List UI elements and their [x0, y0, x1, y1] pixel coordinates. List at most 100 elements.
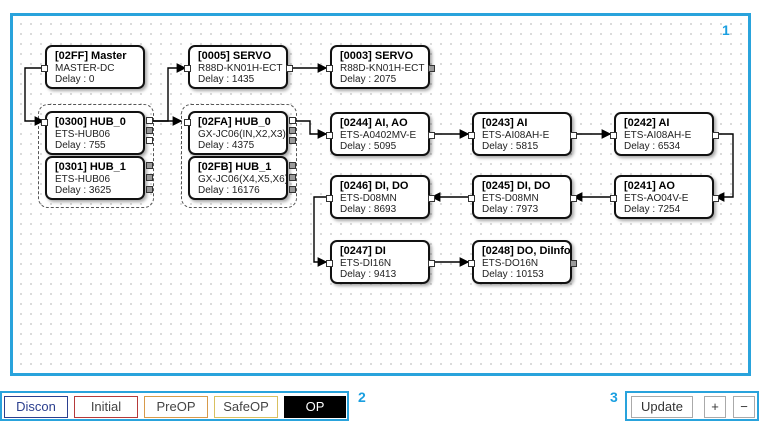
- port-in: [712, 195, 719, 202]
- node-model: ETS-HUB06: [55, 129, 111, 140]
- node-model: ETS-DI16N: [340, 258, 392, 269]
- update-button[interactable]: Update: [631, 396, 693, 418]
- port-in: [184, 119, 191, 126]
- port-out: [146, 137, 153, 144]
- node-delay: Delay : 5815: [482, 141, 539, 152]
- port-out: [289, 186, 296, 193]
- port-out: [610, 195, 617, 202]
- node-title: [0248] DO, DiInfo: [482, 245, 570, 257]
- initial-button[interactable]: Initial: [74, 396, 138, 418]
- port-out: [146, 186, 153, 193]
- node-master-02ff[interactable]: [02FF] Master MASTER-DC Delay : 0: [41, 45, 145, 89]
- node-delay: Delay : 2075: [340, 74, 397, 85]
- port-in: [326, 132, 333, 139]
- op-button[interactable]: OP: [284, 396, 346, 418]
- node-aiao-0244[interactable]: [0244] AI, AO ETS-A0402MV-E Delay : 5095: [326, 112, 435, 156]
- node-delay: Delay : 6534: [624, 141, 681, 152]
- node-delay: Delay : 3625: [55, 185, 112, 196]
- node-model: MASTER-DC: [55, 63, 115, 74]
- port-in: [468, 132, 475, 139]
- node-delay: Delay : 7254: [624, 204, 681, 215]
- node-hub1-02fb[interactable]: [02FB] HUB_1 GX-JC06(X4,X5,X6) Delay : 1…: [188, 156, 296, 200]
- zoom-button-group: [625, 391, 759, 421]
- port-out: [289, 174, 296, 181]
- node-title: [0245] DI, DO: [482, 180, 551, 192]
- port-in: [326, 65, 333, 72]
- node-title: [0242] AI: [624, 117, 670, 129]
- node-model: ETS-AO04V-E: [624, 193, 689, 204]
- port-out: [428, 260, 435, 267]
- port-in: [184, 65, 191, 72]
- node-delay: Delay : 9413: [340, 269, 397, 280]
- port-out: [428, 65, 435, 72]
- port-in: [468, 260, 475, 267]
- zoom-out-button[interactable]: −: [733, 396, 755, 418]
- node-model: ETS-AI08AH-E: [482, 130, 550, 141]
- node-model: GX-JC06(X4,X5,X6): [198, 174, 286, 185]
- port-out: [146, 127, 153, 134]
- node-model: ETS-A0402MV-E: [340, 130, 417, 141]
- zone-number-3: 3: [610, 389, 618, 405]
- node-title: [0005] SERVO: [198, 50, 272, 62]
- node-hub0-0300[interactable]: [0300] HUB_0 ETS-HUB06 Delay : 755: [41, 111, 153, 155]
- node-title: [02FF] Master: [55, 50, 127, 62]
- port-out: [286, 65, 293, 72]
- port-in: [570, 195, 577, 202]
- node-servo-0005[interactable]: [0005] SERVO R88D-KN01H-ECT Delay : 1435: [184, 45, 293, 89]
- preop-button[interactable]: PreOP: [144, 396, 208, 418]
- safeop-button[interactable]: SafeOP: [214, 396, 278, 418]
- port-out: [428, 132, 435, 139]
- node-servo-0003[interactable]: [0003] SERVO R88D-KN01H-ECT Delay : 2075: [326, 45, 435, 89]
- port-out: [712, 132, 719, 139]
- node-model: ETS-AI08AH-E: [624, 130, 692, 141]
- node-title: [0246] DI, DO: [340, 180, 409, 192]
- node-title: [0300] HUB_0: [55, 116, 126, 128]
- port-out: [146, 174, 153, 181]
- node-title: [02FA] HUB_0: [198, 116, 271, 128]
- node-ai-0243[interactable]: [0243] AI ETS-AI08AH-E Delay : 5815: [468, 112, 577, 156]
- port-in: [41, 119, 48, 126]
- port-out: [146, 162, 153, 169]
- node-title: [0247] DI: [340, 245, 386, 257]
- node-ai-0242[interactable]: [0242] AI ETS-AI08AH-E Delay : 6534: [610, 112, 719, 156]
- node-dido-0246[interactable]: [0246] DI, DO ETS-D08MN Delay : 8693: [326, 175, 435, 219]
- zone-number-2: 2: [358, 389, 366, 405]
- node-model: R88D-KN01H-ECT: [198, 63, 283, 74]
- node-do-0248[interactable]: [0248] DO, DiInfo ETS-DO16N Delay : 1015…: [468, 240, 577, 284]
- node-title: [0301] HUB_1: [55, 161, 126, 173]
- node-delay: Delay : 7973: [482, 204, 539, 215]
- port-in: [41, 65, 48, 72]
- port-out: [570, 260, 577, 267]
- node-delay: Delay : 10153: [482, 269, 544, 280]
- port-out: [468, 195, 475, 202]
- node-model: ETS-HUB06: [55, 174, 111, 185]
- node-title: [02FB] HUB_1: [198, 161, 272, 173]
- port-out: [289, 127, 296, 134]
- node-model: ETS-D08MN: [340, 193, 397, 204]
- port-out: [289, 117, 296, 124]
- node-model: ETS-D08MN: [482, 193, 539, 204]
- port-in: [610, 132, 617, 139]
- hub-group-02fa: [181, 104, 297, 208]
- node-dido-0245[interactable]: [0245] DI, DO ETS-D08MN Delay : 7973: [468, 175, 577, 219]
- node-delay: Delay : 8693: [340, 204, 397, 215]
- node-di-0247[interactable]: [0247] DI ETS-DI16N Delay : 9413: [326, 240, 435, 284]
- node-delay: Delay : 0: [55, 74, 95, 85]
- hub-group-0300: [38, 104, 154, 208]
- node-hub0-02fa[interactable]: [02FA] HUB_0 GX-JC06(IN,X2,X3) Delay : 4…: [184, 111, 296, 155]
- node-delay: Delay : 755: [55, 140, 106, 151]
- node-delay: Delay : 5095: [340, 141, 397, 152]
- port-in: [326, 260, 333, 267]
- node-ao-0241[interactable]: [0241] AO ETS-AO04V-E Delay : 7254: [610, 175, 719, 219]
- zoom-in-button[interactable]: +: [704, 396, 726, 418]
- node-title: [0243] AI: [482, 117, 528, 129]
- node-delay: Delay : 16176: [198, 185, 260, 196]
- discon-button[interactable]: Discon: [4, 396, 68, 418]
- node-hub1-0301[interactable]: [0301] HUB_1 ETS-HUB06 Delay : 3625: [45, 156, 153, 200]
- node-delay: Delay : 4375: [198, 140, 255, 151]
- port-out: [289, 162, 296, 169]
- node-delay: Delay : 1435: [198, 74, 255, 85]
- node-title: [0244] AI, AO: [340, 117, 408, 129]
- port-out: [289, 137, 296, 144]
